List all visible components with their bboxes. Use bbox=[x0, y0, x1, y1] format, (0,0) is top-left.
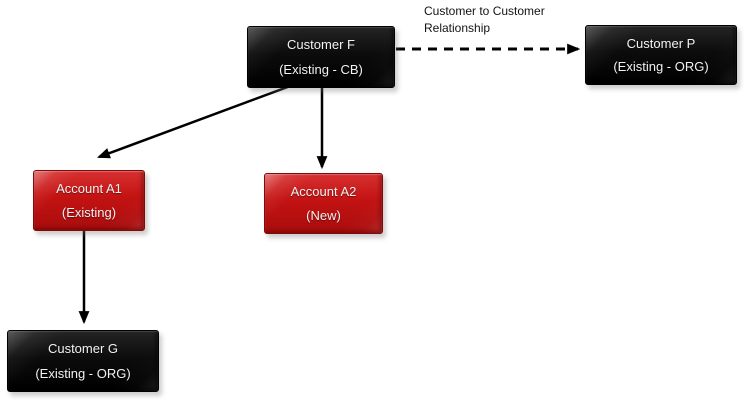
node-customer-f: Customer F (Existing - CB) bbox=[247, 26, 395, 88]
node-title: Account A2 bbox=[290, 184, 357, 199]
node-title: Customer P bbox=[626, 35, 696, 51]
node-subtitle: (Existing) bbox=[61, 205, 117, 220]
node-subtitle: (Existing - ORG) bbox=[35, 365, 131, 381]
arrow-customerF-to-accountA1 bbox=[96, 83, 294, 159]
node-subtitle: (Existing - ORG) bbox=[613, 59, 709, 75]
node-subtitle: (Existing - CB) bbox=[279, 61, 363, 77]
node-account-a1: Account A1 (Existing) bbox=[33, 170, 145, 231]
node-account-a2: Account A2 (New) bbox=[264, 173, 383, 234]
node-customer-g: Customer G (Existing - ORG) bbox=[7, 330, 159, 392]
node-subtitle: (New) bbox=[306, 208, 341, 223]
node-title: Customer F bbox=[287, 37, 355, 53]
node-title: Customer G bbox=[47, 341, 119, 357]
node-customer-p: Customer P (Existing - ORG) bbox=[585, 25, 737, 85]
node-title: Account A1 bbox=[56, 181, 122, 196]
edge-label-customer-to-customer-relationship: Customer to Customer Relationship bbox=[424, 4, 545, 36]
